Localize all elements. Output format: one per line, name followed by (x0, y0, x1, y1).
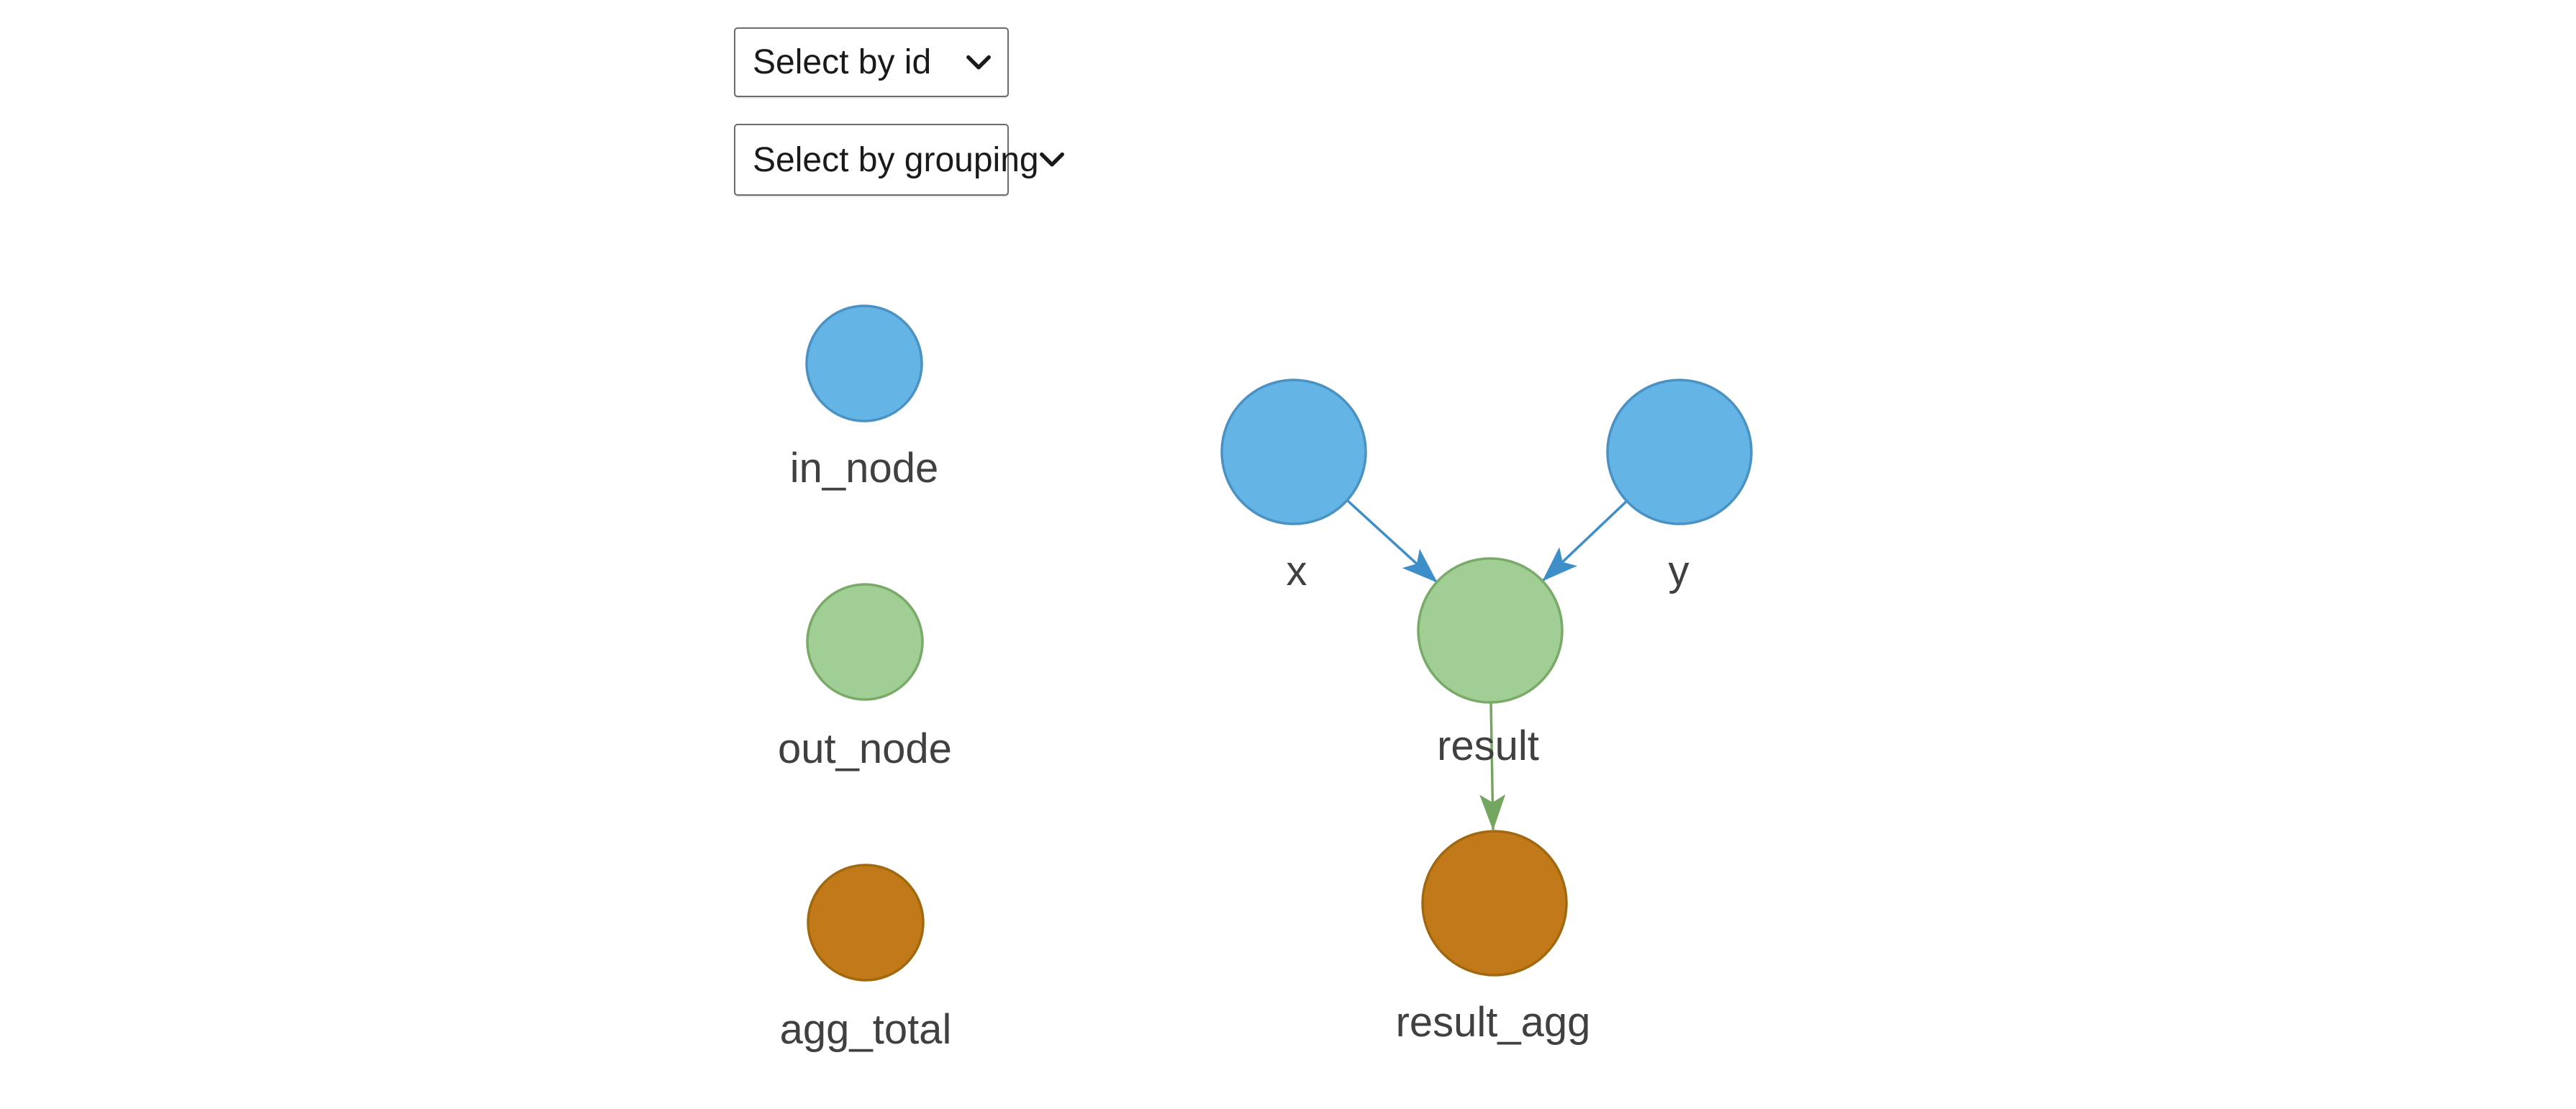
legend-label-out-node: out_node (778, 725, 952, 772)
node-result-agg-label: result_agg (1396, 999, 1591, 1046)
select-by-id-dropdown[interactable]: Select by id (734, 27, 1009, 97)
edge-y-to-result (1541, 499, 1628, 582)
graph-node-labels: x y result result_agg (1287, 548, 1690, 1046)
node-y-label: y (1669, 548, 1690, 594)
legend-label-in-node: in_node (790, 445, 938, 492)
legend-swatch-out-node (806, 583, 924, 701)
edge-x-to-result (1346, 499, 1438, 584)
legend-swatch-agg-total (807, 864, 925, 982)
select-by-grouping-dropdown[interactable]: Select by grouping (734, 124, 1064, 196)
node-y[interactable] (1606, 379, 1753, 525)
node-result-label: result (1437, 723, 1539, 769)
legend: in_node out_node agg_total (778, 304, 952, 1053)
node-x-label: x (1287, 548, 1307, 594)
chevron-down-icon (966, 55, 991, 69)
legend-label-agg-total: agg_total (780, 1006, 952, 1053)
select-by-id-value: Select by id (753, 43, 932, 81)
select-by-grouping-value: Select by grouping (753, 140, 1039, 179)
legend-swatch-in-node (805, 304, 923, 422)
graph-nodes (1220, 379, 1753, 977)
edge-result-to-result-agg (1479, 702, 1506, 830)
node-result-agg[interactable] (1421, 830, 1568, 977)
chevron-down-icon (1039, 152, 1064, 167)
node-result[interactable] (1417, 557, 1564, 704)
node-x[interactable] (1220, 379, 1367, 525)
graph-edges (1346, 499, 1628, 830)
